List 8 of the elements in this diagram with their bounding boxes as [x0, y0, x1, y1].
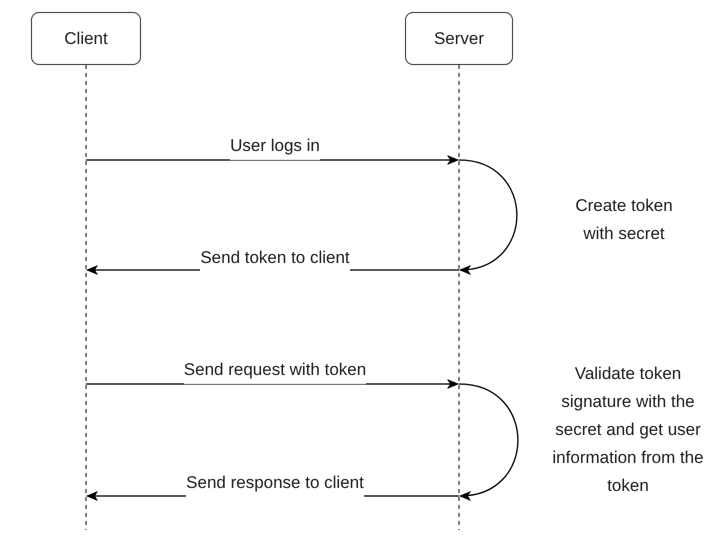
- arrow: [86, 155, 459, 165]
- participant: [405, 12, 513, 530]
- participant-box: Client: [31, 12, 141, 65]
- participant-box: Server: [405, 12, 513, 65]
- arrow: [86, 379, 459, 389]
- arrow: [458, 159, 518, 274]
- arrow: [458, 383, 518, 500]
- participant: [31, 12, 141, 530]
